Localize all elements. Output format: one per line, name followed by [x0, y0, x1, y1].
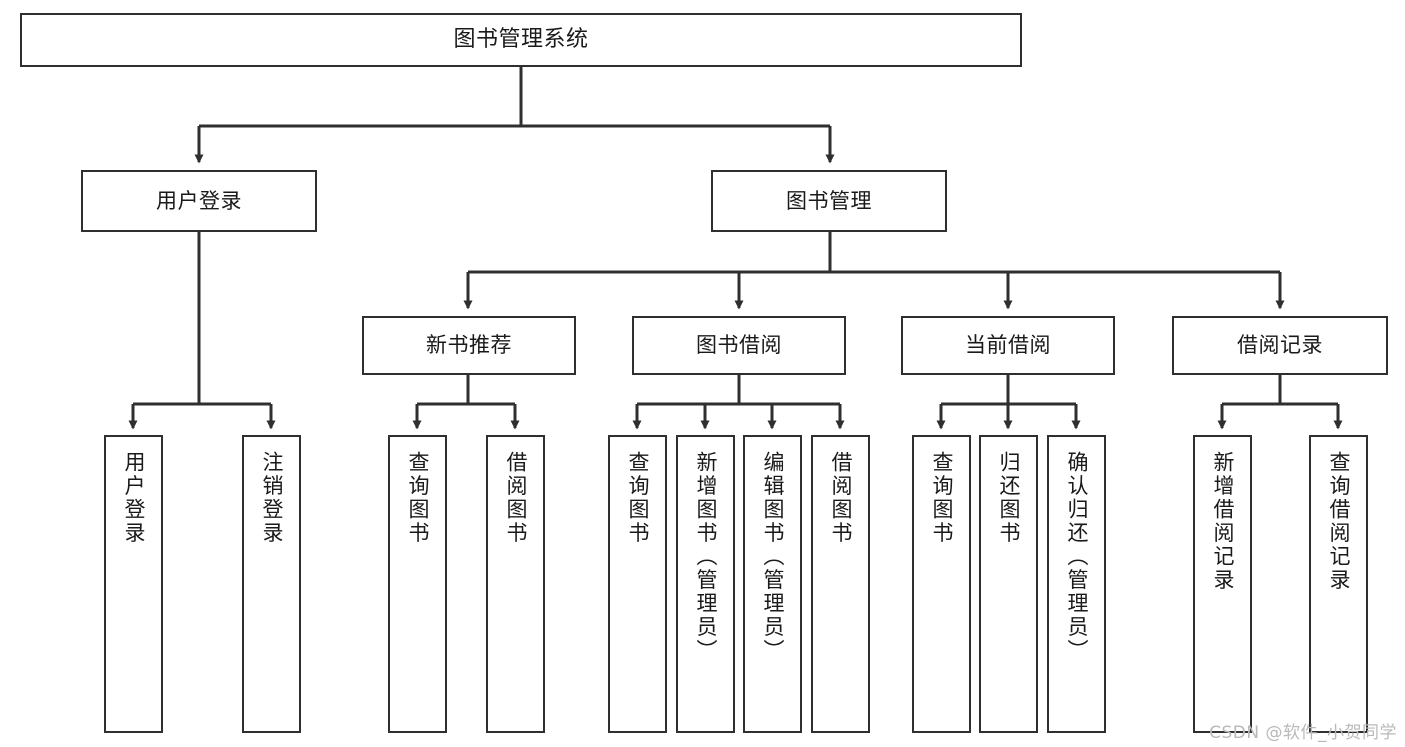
leaf-user-login-login[interactable]: 用户登录 — [104, 435, 163, 733]
node-label: 用户登录 — [156, 188, 242, 213]
leaf-book-borrow-borrow[interactable]: 借阅图书 — [811, 435, 870, 733]
node-root-book-management-system[interactable]: 图书管理系统 — [20, 13, 1022, 67]
leaf-current-borrow-return[interactable]: 归还图书 — [979, 435, 1038, 733]
leaf-new-book-query[interactable]: 查询图书 — [388, 435, 447, 733]
leaf-user-login-logout[interactable]: 注销登录 — [242, 435, 301, 733]
node-label: 图书借阅 — [696, 333, 782, 358]
node-user-login[interactable]: 用户登录 — [81, 170, 317, 232]
node-current-borrow[interactable]: 当前借阅 — [901, 316, 1115, 375]
leaf-book-borrow-edit[interactable]: 编辑图书（管理员） — [743, 435, 802, 733]
node-label: 图书管理 — [786, 188, 872, 213]
node-label: 查询图书 — [626, 451, 650, 545]
node-label: 图书管理系统 — [453, 27, 589, 53]
node-label: 新书推荐 — [426, 333, 512, 358]
node-label: 当前借阅 — [965, 333, 1051, 358]
node-book-borrow[interactable]: 图书借阅 — [632, 316, 846, 375]
node-label: 借阅图书 — [829, 451, 853, 545]
leaf-new-book-borrow[interactable]: 借阅图书 — [486, 435, 545, 733]
node-label: 确认归还（管理员） — [1065, 451, 1089, 663]
leaf-book-borrow-query[interactable]: 查询图书 — [608, 435, 667, 733]
node-new-book-recommend[interactable]: 新书推荐 — [362, 316, 576, 375]
leaf-current-borrow-query[interactable]: 查询图书 — [912, 435, 971, 733]
node-book-management[interactable]: 图书管理 — [711, 170, 947, 232]
node-label: 查询图书 — [930, 451, 954, 545]
node-label: 借阅图书 — [504, 451, 528, 545]
node-label: 用户登录 — [122, 451, 146, 545]
leaf-borrow-record-add[interactable]: 新增借阅记录 — [1193, 435, 1252, 733]
node-label: 新增图书（管理员） — [694, 451, 718, 663]
leaf-book-borrow-add[interactable]: 新增图书（管理员） — [676, 435, 735, 733]
node-label: 查询借阅记录 — [1327, 451, 1351, 592]
node-label: 编辑图书（管理员） — [761, 451, 785, 663]
node-label: 查询图书 — [406, 451, 430, 545]
leaf-borrow-record-query[interactable]: 查询借阅记录 — [1309, 435, 1368, 733]
node-borrow-record[interactable]: 借阅记录 — [1172, 316, 1388, 375]
node-label: 借阅记录 — [1237, 333, 1323, 358]
node-label: 新增借阅记录 — [1211, 451, 1235, 592]
leaf-current-borrow-confirm-return[interactable]: 确认归还（管理员） — [1047, 435, 1106, 733]
node-label: 归还图书 — [997, 451, 1021, 545]
node-label: 注销登录 — [260, 451, 284, 545]
